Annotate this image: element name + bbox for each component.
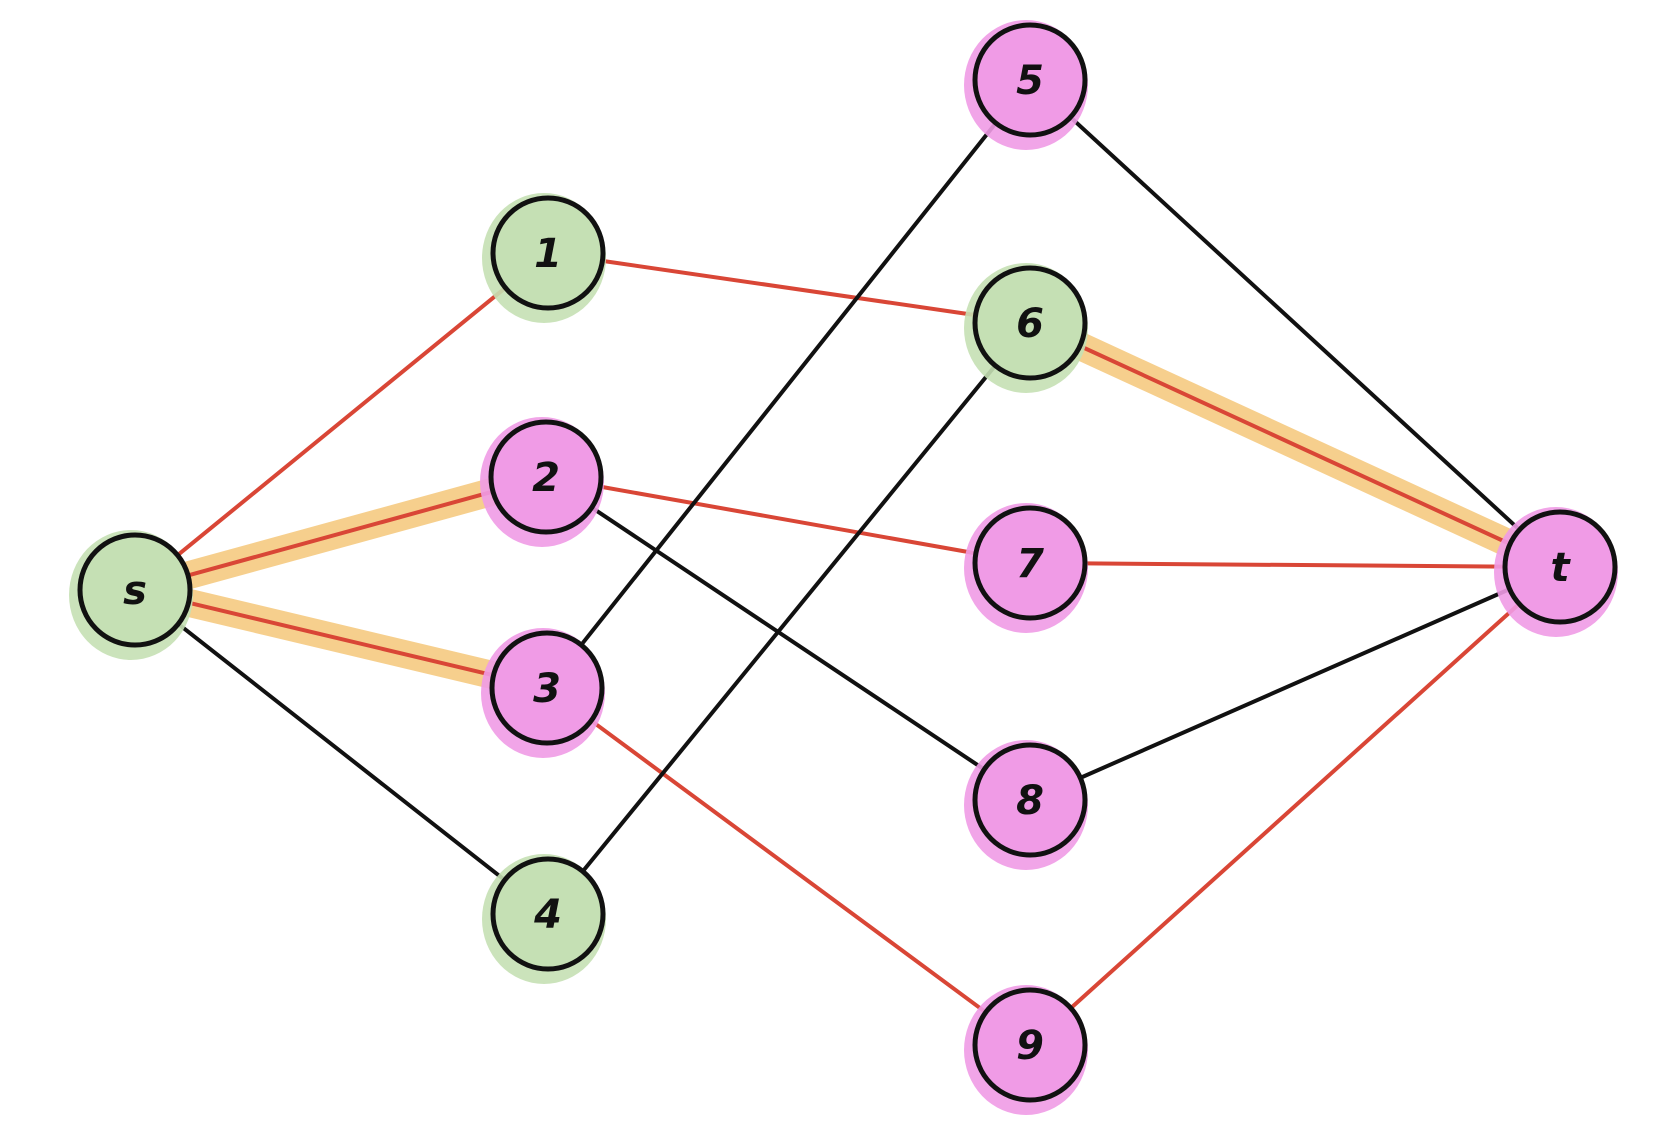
highlight-layer [174,332,1525,690]
node-circle [972,987,1088,1103]
node-8: 8 [964,740,1088,870]
node-label: 3 [533,666,561,712]
edge-2-7 [598,484,978,556]
edge-6-t [1077,344,1513,546]
node-6: 6 [964,263,1088,393]
node-layer: s 1 2 3 4 5 6 7 8 9 t [69,20,1618,1115]
node-circle [972,265,1088,381]
node-7: 7 [964,503,1088,633]
node-circle [972,742,1088,858]
node-label: 1 [534,231,562,277]
node-label: 8 [1016,778,1044,824]
node-circle [489,630,605,746]
edge-7-t [1082,561,1508,569]
node-9: 9 [964,985,1088,1115]
node-4: 4 [482,854,606,984]
edge-s-4 [176,621,507,883]
node-2: 2 [480,417,604,547]
node-label: t [1550,545,1571,591]
node-label: 7 [1016,541,1044,587]
edge-layer [175,115,1522,1015]
node-s: s [69,530,193,660]
edge-s-1 [175,285,508,558]
node-1: 1 [482,193,606,323]
node-label: 4 [533,892,562,938]
edge-4-6 [580,363,998,874]
edge-9-t [1068,601,1522,1011]
node-circle [1502,509,1618,625]
node-circle [972,505,1088,621]
edge-1-6 [600,258,978,318]
node-3: 3 [481,628,605,758]
node-label: s [123,568,147,614]
edge-s-2 [186,489,495,578]
edge-s-3 [186,600,496,678]
edge-3-9 [589,718,988,1015]
node-5: 5 [964,20,1088,150]
node-circle [972,22,1088,138]
node-circle [490,856,606,972]
node-circle [77,532,193,648]
edge-8-t [1078,587,1512,780]
node-circle [488,419,604,535]
node-t: t [1494,507,1618,637]
edge-5-t [1068,115,1522,532]
node-circle [490,195,606,311]
node-label: 9 [1016,1023,1044,1069]
node-label: 2 [532,455,560,501]
edge-2-8 [589,505,987,772]
node-label: 6 [1016,301,1044,347]
edge-3-5 [579,121,998,647]
node-label: 5 [1016,58,1044,104]
